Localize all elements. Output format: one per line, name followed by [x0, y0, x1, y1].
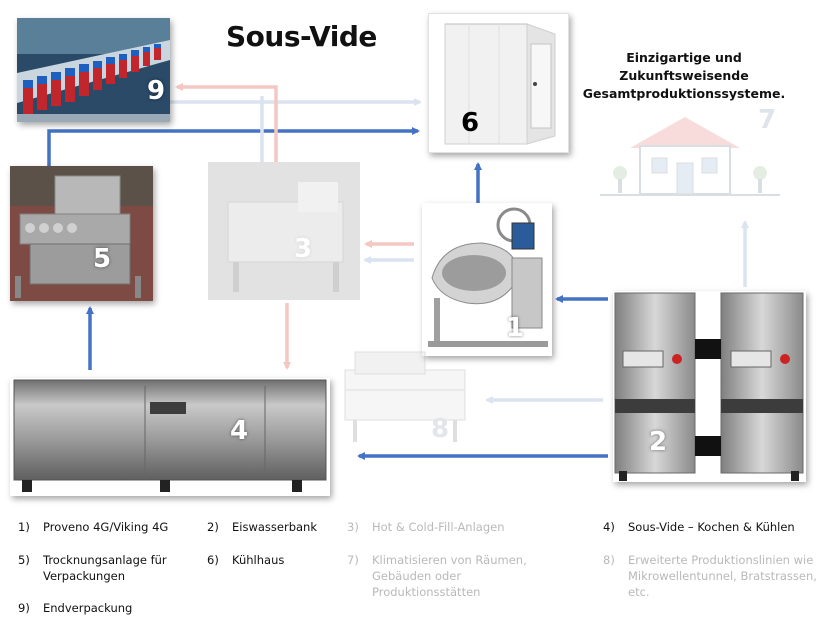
drying-machine-icon [10, 166, 153, 301]
node-number: 5 [93, 244, 112, 274]
house-icon [600, 117, 780, 196]
tagline: Einzigartige und Zukunftsweisende Gesamt… [582, 50, 786, 101]
node-number: 2 [649, 427, 668, 457]
legend-item-5: 5) Trocknungsanlage für Verpackungen [18, 552, 198, 586]
node-number: 9 [147, 76, 166, 106]
legend-text: Proveno 4G/Viking 4G [43, 520, 169, 534]
legend-text: Endverpackung [43, 601, 133, 615]
node-8-production-line: 8 [335, 340, 475, 445]
legend-text: Hot & Cold-Fill-Anlagen [372, 520, 505, 534]
node-7-climate-house: 7 [590, 103, 790, 200]
legend-text: Eiswasserbank [232, 520, 317, 534]
legend-number: 5) [18, 553, 30, 567]
steel-cabinet-icon [10, 378, 330, 496]
node-number: 7 [758, 105, 777, 135]
node-2-double-cooker: 2 [613, 291, 806, 482]
node-number: 4 [230, 416, 249, 446]
fill-station-icon [208, 162, 360, 300]
legend-number: 9) [18, 601, 30, 615]
legend-text: Trocknungsanlage für Verpackungen [43, 553, 167, 583]
legend-item-2: 2) Eiswasserbank [207, 519, 337, 537]
legend-text: Kühlhaus [232, 553, 285, 567]
legend-number: 4) [603, 520, 615, 534]
node-3-fill-station: 3 [208, 162, 360, 300]
legend-item-4: 4) Sous-Vide – Kochen & Kühlen [603, 519, 835, 537]
node-5-drying-machine: 5 [10, 166, 153, 301]
node-number: 1 [506, 313, 525, 343]
double-cooker-icon [613, 291, 806, 482]
legend-number: 7) [347, 553, 359, 567]
arrow-3-to-9 [175, 83, 278, 162]
tilting-kettle-icon [422, 203, 552, 356]
legend-text: Erweiterte Produktionslinien wie Mikrowe… [628, 553, 817, 599]
legend-item-9: 9) Endverpackung [18, 600, 198, 618]
legend-item-6: 6) Kühlhaus [207, 552, 337, 570]
legend-item-7: 7) Klimatisieren von Räumen, Gebäuden od… [347, 552, 577, 599]
legend-number: 6) [207, 553, 219, 567]
legend-number: 2) [207, 520, 219, 534]
production-line-icon [344, 351, 466, 442]
node-9-bottle-conveyor: 9 [17, 18, 170, 122]
node-6-cold-room: 6 [428, 13, 569, 153]
legend-number: 1) [18, 520, 30, 534]
cold-room-icon [429, 14, 568, 152]
node-number: 3 [294, 234, 313, 264]
node-4-steel-cabinet: 4 [10, 378, 330, 496]
legend-item-1: 1) Proveno 4G/Viking 4G [18, 519, 198, 537]
bottle-conveyor-icon [17, 18, 170, 122]
node-number: 6 [461, 108, 480, 138]
legend-text: Sous-Vide – Kochen & Kühlen [628, 520, 795, 534]
page-title: Sous-Vide [226, 20, 377, 53]
legend-item-8: 8) Erweiterte Produktionslinien wie Mikr… [603, 552, 835, 599]
legend-number: 8) [603, 553, 615, 567]
arrow-5-to-6 [47, 127, 420, 166]
node-number: 8 [431, 414, 450, 444]
legend-item-3: 3) Hot & Cold-Fill-Anlagen [347, 519, 577, 537]
legend-number: 3) [347, 520, 359, 534]
node-1-tilting-kettle: 1 [422, 203, 552, 356]
legend-text: Klimatisieren von Räumen, Gebäuden oder … [372, 553, 527, 599]
